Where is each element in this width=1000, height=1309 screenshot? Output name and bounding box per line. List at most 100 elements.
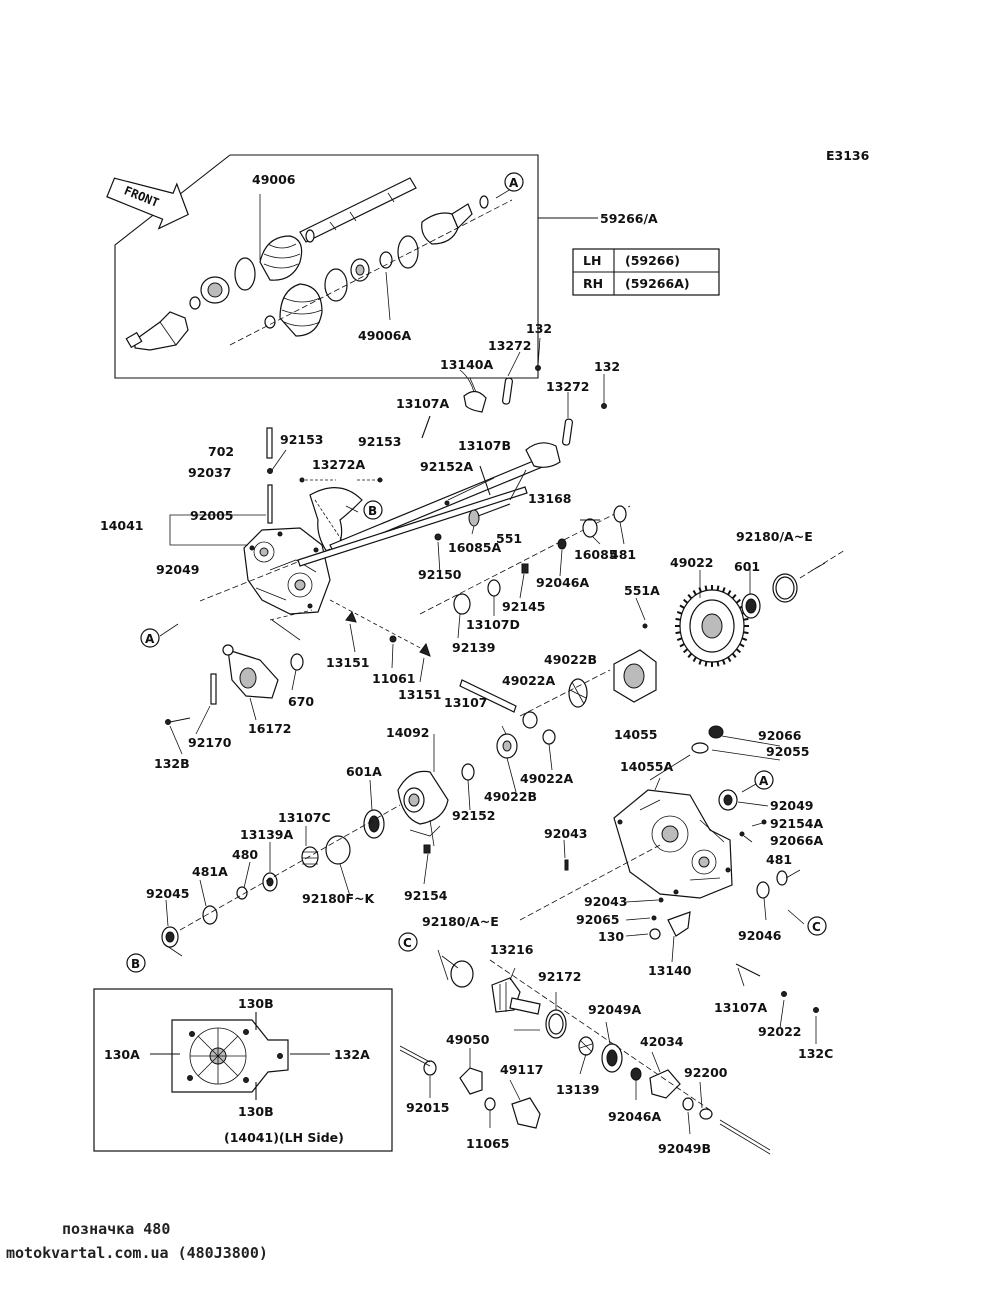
gear-tooth <box>743 631 749 635</box>
inset-caption: (14041)(LH Side) <box>224 1130 344 1145</box>
part-label-601A: 601A <box>346 764 382 779</box>
gear-tooth <box>687 652 693 659</box>
part-label-92045: 92045 <box>146 886 190 901</box>
inset-label-top: 130B <box>238 996 274 1011</box>
table-part-lh: (59266) <box>625 253 680 268</box>
ring-gear-teeth <box>675 585 749 667</box>
part-label-13107D: 13107D <box>466 617 520 632</box>
part-label-92046A-b: 92046A <box>608 1109 661 1124</box>
gear-tooth <box>727 656 732 663</box>
gear-tooth <box>683 598 689 604</box>
part-label-13272-b: 13272 <box>546 379 590 394</box>
callout-C-left: C <box>398 932 418 952</box>
part-label-49006: 49006 <box>252 172 296 187</box>
gear-tooth <box>676 637 683 641</box>
output-pinion-cluster <box>399 959 771 1155</box>
part-label-13139A: 13139A <box>240 827 293 842</box>
part-label-551: 551 <box>496 531 522 546</box>
part-label-49022A-b: 49022A <box>520 771 573 786</box>
part-label-11065: 11065 <box>466 1136 510 1151</box>
part-label-13107B: 13107B <box>458 438 511 453</box>
part-label-13140A: 13140A <box>440 357 493 372</box>
part-label-13107: 13107 <box>444 695 488 710</box>
inset-label-left: 130A <box>104 1047 140 1062</box>
part-label-16085A: 16085A <box>448 540 501 555</box>
part-label-130: 130 <box>598 929 624 944</box>
gear-tooth <box>692 656 697 663</box>
part-label-92015: 92015 <box>406 1100 450 1115</box>
callout-B-top: B <box>363 500 383 520</box>
part-label-92153-a: 92153 <box>280 432 324 447</box>
callout-A-right: A <box>754 770 774 790</box>
part-label-14055: 14055 <box>614 727 658 742</box>
part-label-92152A: 92152A <box>420 459 473 474</box>
part-label-92180AE-a: 92180/A~E <box>736 529 813 544</box>
shift-pins-13151 <box>329 599 431 657</box>
svg-text:C: C <box>403 936 412 950</box>
part-label-49006A: 49006A <box>358 328 411 343</box>
part-label-14041: 14041 <box>100 518 144 533</box>
svg-text:C: C <box>812 920 821 934</box>
part-label-601: 601 <box>734 559 760 574</box>
part-label-551A: 551A <box>624 583 660 598</box>
gear-tooth <box>704 661 708 667</box>
part-label-49117: 49117 <box>500 1062 544 1077</box>
part-label-132-a: 132 <box>526 321 552 336</box>
table-side-rh: RH <box>583 276 603 291</box>
part-label-92055: 92055 <box>766 744 810 759</box>
part-label-92049B: 92049B <box>658 1141 711 1156</box>
part-label-92065: 92065 <box>576 912 620 927</box>
part-label-132C: 132C <box>798 1046 833 1061</box>
part-label-92022: 92022 <box>758 1024 802 1039</box>
part-label-13151-a: 13151 <box>326 655 370 670</box>
front-direction-arrow: FRONT <box>106 177 189 230</box>
gear-tooth <box>675 631 681 635</box>
svg-text:A: A <box>759 774 769 788</box>
gear-tooth <box>675 617 681 621</box>
part-label-92043-b: 92043 <box>584 894 628 909</box>
table-part-rh: (59266A) <box>625 276 690 291</box>
side-assignment-table: LH (59266) RH (59266A) <box>572 248 720 296</box>
svg-text:A: A <box>509 176 519 190</box>
part-label-92152: 92152 <box>452 808 496 823</box>
svg-text:B: B <box>131 957 140 971</box>
part-label-49022A-a: 49022A <box>502 673 555 688</box>
part-label-92139: 92139 <box>452 640 496 655</box>
part-label-481A: 481A <box>192 864 228 879</box>
gear-tooth <box>739 643 745 648</box>
gear-case-14041 <box>243 487 363 615</box>
gear-tooth <box>683 648 689 654</box>
part-label-49022: 49022 <box>670 555 714 570</box>
gear-tooth <box>716 661 720 667</box>
inset-lh-side: 130B 130A 132A 130B (14041)(LH Side) <box>93 988 393 1152</box>
part-label-92049A: 92049A <box>588 1002 641 1017</box>
table-side-lh: LH <box>583 253 601 268</box>
shift-shafts <box>199 365 607 602</box>
part-label-42034: 42034 <box>640 1034 684 1049</box>
footer-source: motokvartal.com.ua (480J3800) <box>6 1244 268 1262</box>
pins-702-92005 <box>266 427 273 524</box>
inset-label-bottom: 130B <box>238 1104 274 1119</box>
part-label-92043-a: 92043 <box>544 826 588 841</box>
part-label-14092: 14092 <box>386 725 430 740</box>
footer-mark: позначка 480 <box>62 1220 171 1238</box>
svg-text:B: B <box>368 504 377 518</box>
part-label-92046: 92046 <box>738 928 782 943</box>
differential-case-14055 <box>459 649 657 759</box>
part-label-13168: 13168 <box>528 491 572 506</box>
gear-tooth <box>704 585 708 591</box>
part-label-92066-a: 92066 <box>758 728 802 743</box>
gear-tooth <box>679 604 685 609</box>
gear-tooth <box>722 587 726 593</box>
part-label-92037: 92037 <box>188 465 232 480</box>
part-label-702: 702 <box>208 444 234 459</box>
gear-tooth <box>731 652 737 659</box>
part-label-132B: 132B <box>154 756 190 771</box>
part-label-92200: 92200 <box>684 1065 728 1080</box>
inset-label-right: 132A <box>334 1047 370 1062</box>
part-label-16172: 16172 <box>248 721 292 736</box>
gear-tooth <box>716 585 720 591</box>
gear-tooth <box>727 589 732 596</box>
